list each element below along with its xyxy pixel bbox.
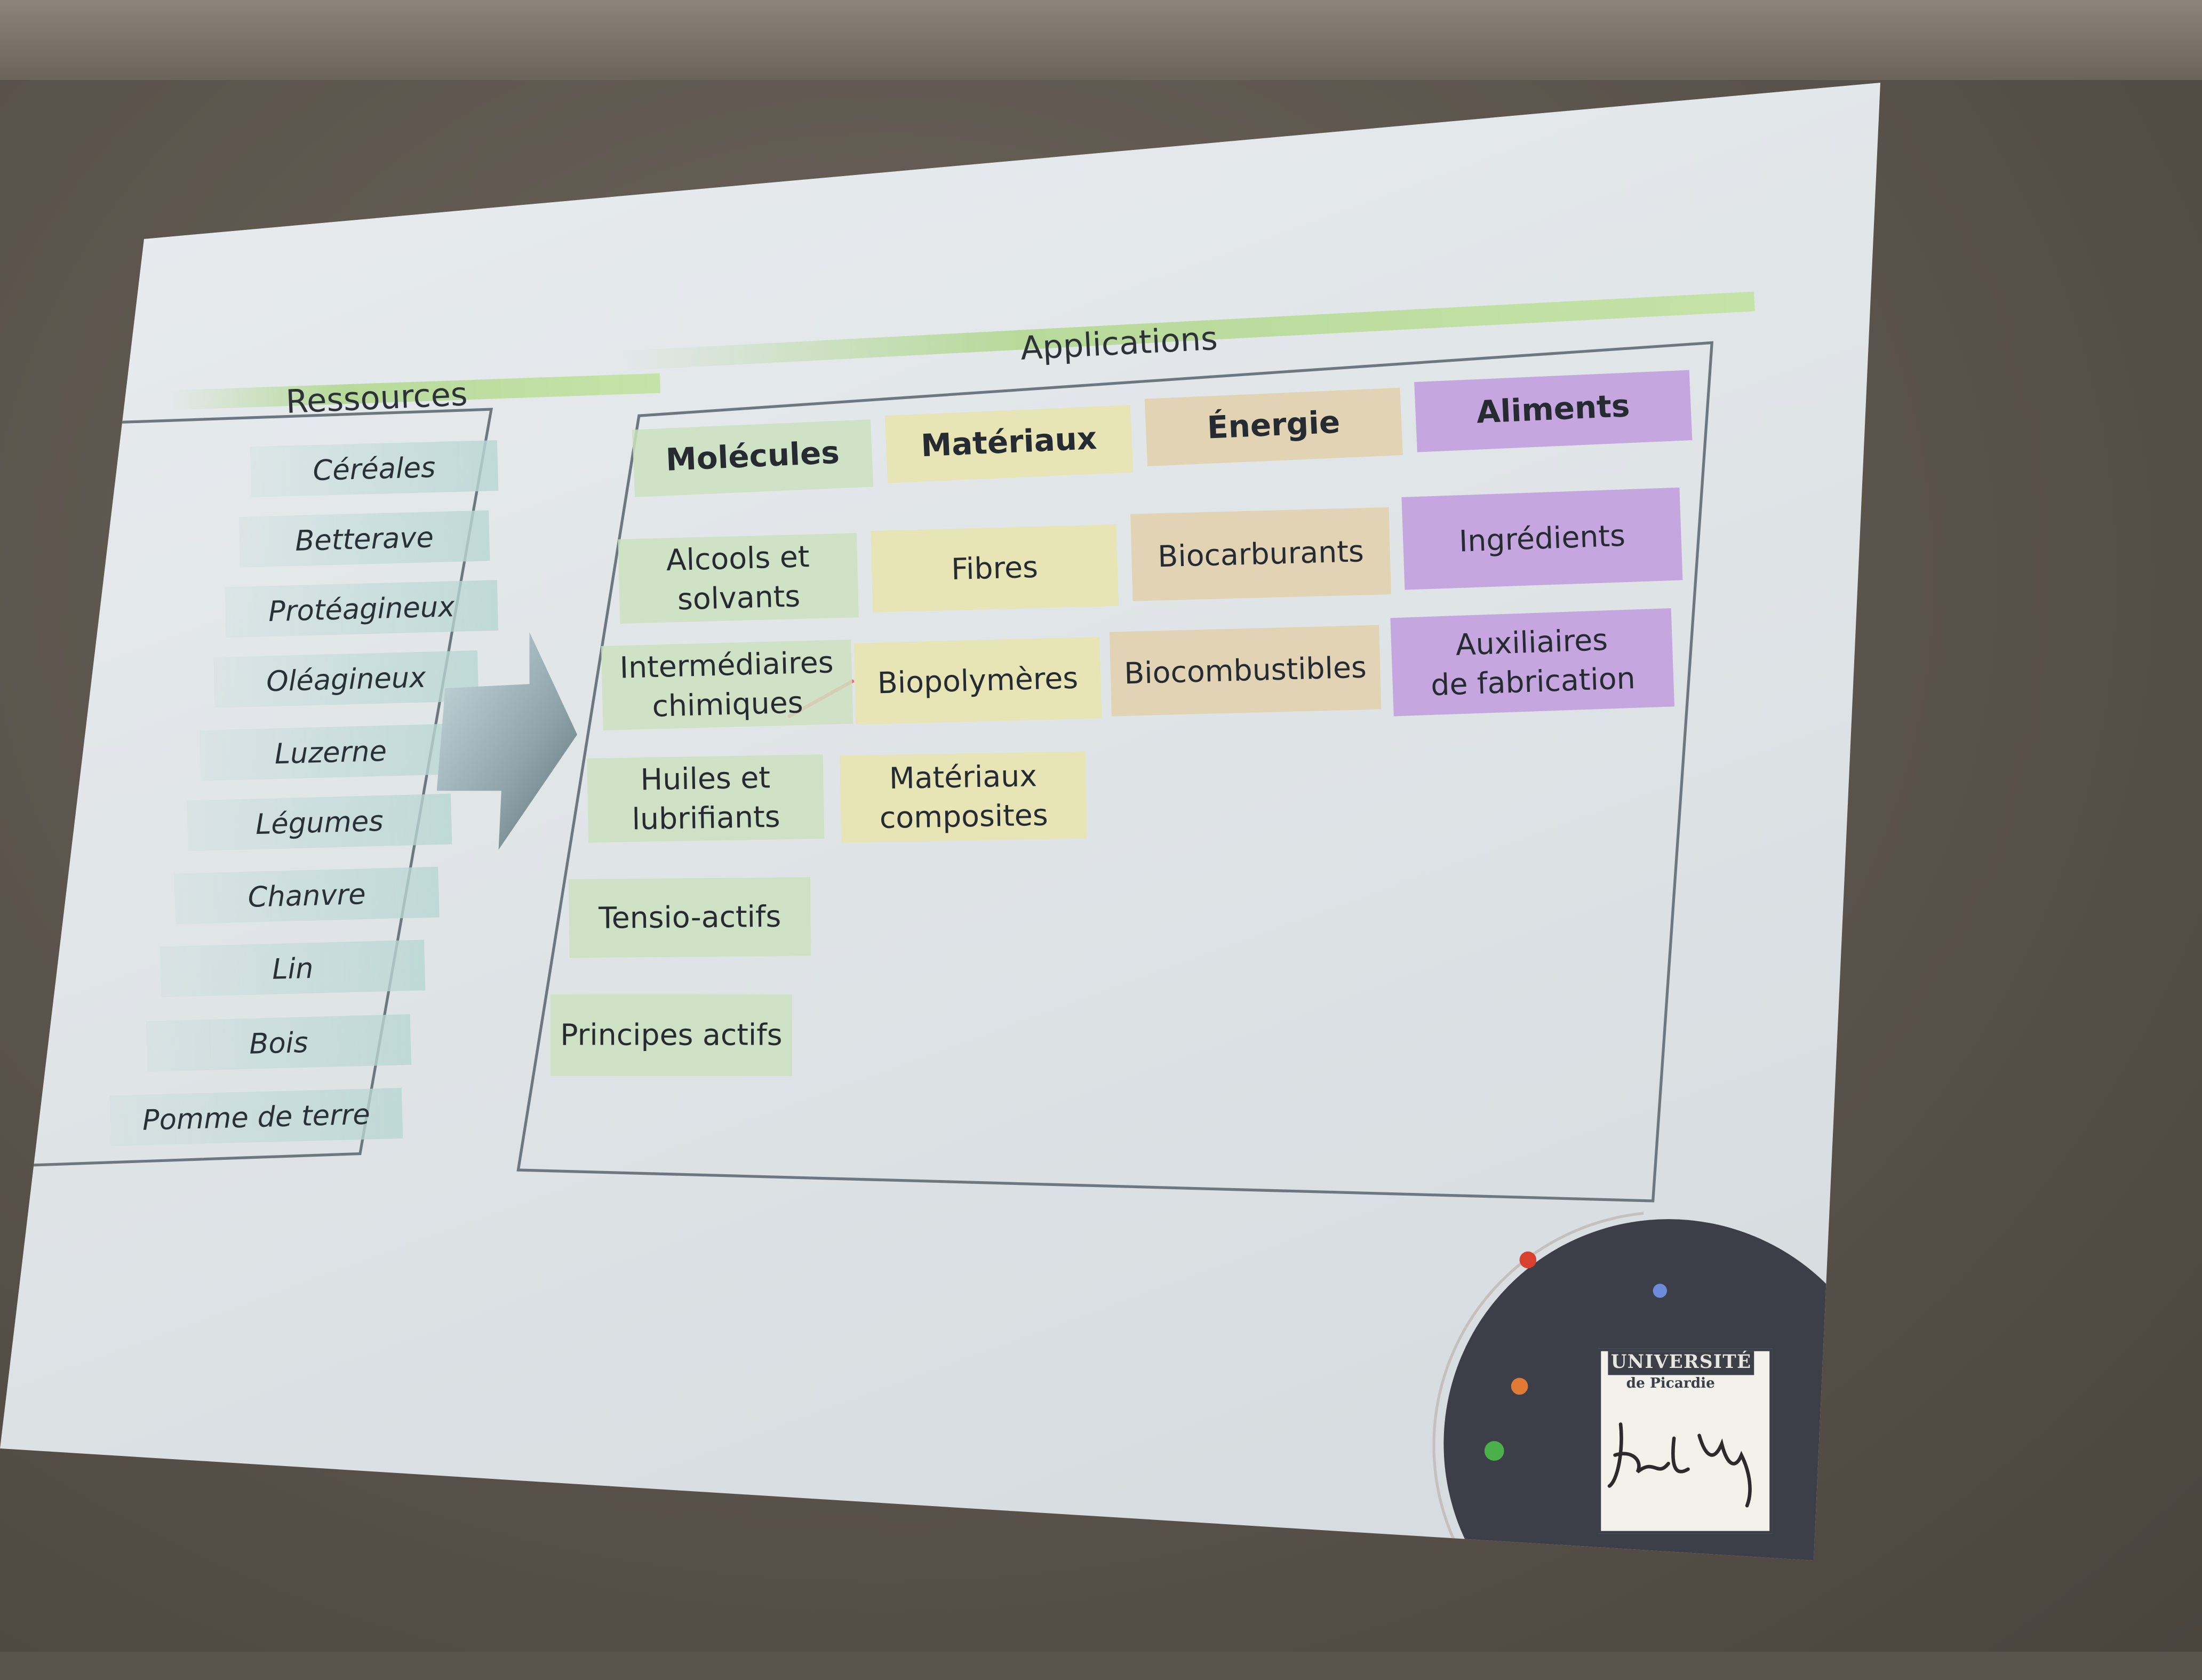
logo-dot-green — [1484, 1441, 1504, 1461]
header-aliments: Aliments — [1414, 370, 1693, 452]
cell-huiles-lubrifiants: Huiles et lubrifiants — [587, 754, 825, 843]
logo-picardie-text: de Picardie — [1626, 1376, 1715, 1392]
header-energie: Énergie — [1144, 387, 1403, 466]
logo-university-text: UNIVERSITÉ — [1608, 1351, 1754, 1375]
cell-materiaux-composites: Matériaux composites — [840, 751, 1087, 843]
signature-icon — [1607, 1422, 1752, 1508]
cell-principes-actifs: Principes actifs — [550, 994, 792, 1076]
cell-ingredients: Ingrédients — [1401, 487, 1683, 590]
cell-intermediaires-chimiques: Intermédiaires chimiques — [601, 639, 853, 730]
cell-tensio-actifs: Tensio-actifs — [569, 877, 811, 958]
header-molecules: Molécules — [632, 419, 874, 497]
logo-dot-red — [1519, 1251, 1537, 1269]
cell-alcools-solvants: Alcools et solvants — [618, 533, 859, 624]
arrow-icon — [436, 632, 578, 850]
header-materiaux: Matériaux — [884, 405, 1134, 483]
cell-auxiliaires-fabrication: Auxiliaires de fabrication — [1390, 608, 1675, 716]
ceiling — [0, 0, 2202, 80]
cell-biopolymeres: Biopolymères — [853, 636, 1102, 725]
logo-dot-orange — [1511, 1378, 1528, 1395]
cell-biocombustibles: Biocombustibles — [1109, 625, 1382, 716]
cell-fibres: Fibres — [871, 524, 1119, 612]
cell-biocarburants: Biocarburants — [1130, 507, 1391, 601]
logo-signature-box — [1598, 1348, 1773, 1534]
logo-dot-blue — [1653, 1284, 1668, 1298]
